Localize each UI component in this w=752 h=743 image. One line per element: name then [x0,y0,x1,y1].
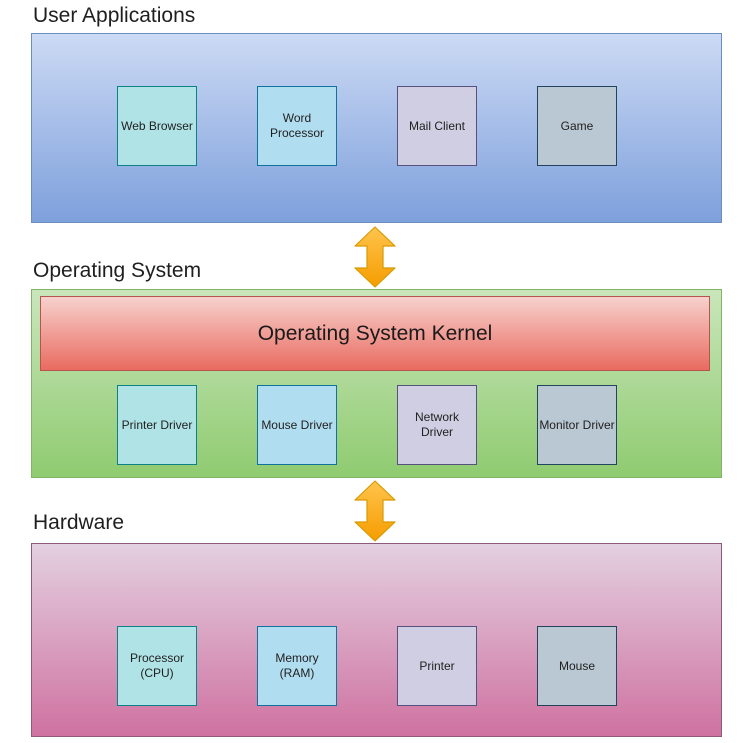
double-arrow-icon [354,226,396,288]
node-mouse: Mouse [537,626,617,706]
node-mail-client: Mail Client [397,86,477,166]
layer-panel-user-applications: Web Browser Word Processor Mail Client G… [31,33,722,223]
layer-title-user-applications: User Applications [33,4,196,27]
layer-panel-hardware: Processor (CPU) Memory (RAM) Printer Mou… [31,543,722,737]
layer-panel-operating-system: Operating System Kernel Printer Driver M… [31,289,722,478]
node-network-driver: Network Driver [397,385,477,465]
node-memory-ram: Memory (RAM) [257,626,337,706]
node-printer-driver: Printer Driver [117,385,197,465]
node-mouse-driver: Mouse Driver [257,385,337,465]
node-printer: Printer [397,626,477,706]
layer-title-operating-system: Operating System [33,259,202,282]
node-processor-cpu: Processor (CPU) [117,626,197,706]
double-arrow-icon [354,480,396,542]
node-web-browser: Web Browser [117,86,197,166]
node-operating-system-kernel: Operating System Kernel [40,296,710,371]
node-game: Game [537,86,617,166]
node-monitor-driver: Monitor Driver [537,385,617,465]
node-word-processor: Word Processor [257,86,337,166]
layer-title-hardware: Hardware [33,511,125,534]
